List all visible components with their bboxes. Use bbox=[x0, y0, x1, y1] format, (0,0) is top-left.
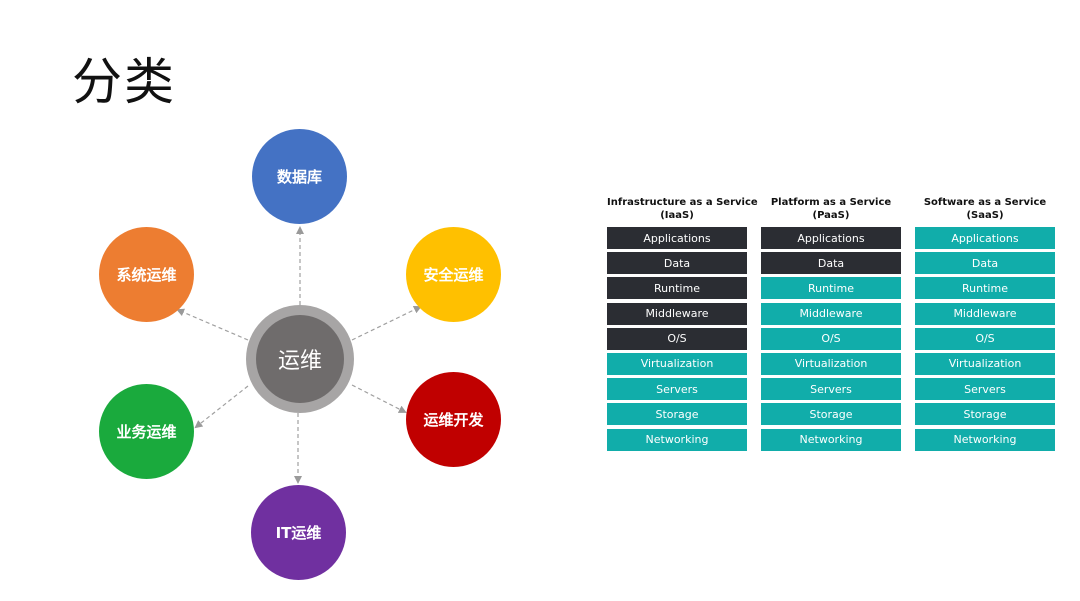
node-business-ops: 业务运维 bbox=[99, 384, 194, 479]
center-node-ops: 运维 bbox=[256, 315, 344, 403]
layer-runtime: Runtime bbox=[761, 277, 901, 300]
layer-applications: Applications bbox=[761, 227, 901, 249]
node-system-ops: 系统运维 bbox=[99, 227, 194, 322]
layer-o-s: O/S bbox=[761, 327, 901, 350]
layer-virtualization: Virtualization bbox=[761, 352, 901, 375]
layer-servers: Servers bbox=[761, 378, 901, 401]
layer-servers: Servers bbox=[915, 378, 1055, 401]
connector-lines bbox=[176, 226, 422, 484]
model-abbr: (PaaS) bbox=[812, 210, 850, 221]
layer-middleware: Middleware bbox=[915, 302, 1055, 325]
layer-storage: Storage bbox=[915, 403, 1055, 426]
layer-middleware: Middleware bbox=[761, 302, 901, 325]
model-header-iaas: Infrastructure as a Service (IaaS) bbox=[607, 196, 758, 224]
model-column-paas: Platform as a Service (PaaS) Application… bbox=[761, 196, 901, 454]
cloud-service-models: Infrastructure as a Service (IaaS) Appli… bbox=[605, 196, 1057, 456]
layer-applications: Applications bbox=[915, 227, 1055, 249]
layer-runtime: Runtime bbox=[915, 277, 1055, 300]
layer-runtime: Runtime bbox=[607, 277, 747, 300]
model-abbr: (IaaS) bbox=[660, 210, 694, 221]
model-title: Infrastructure as a Service bbox=[607, 197, 758, 208]
model-title: Platform as a Service bbox=[770, 197, 892, 208]
layer-storage: Storage bbox=[607, 403, 747, 426]
connector-business-ops bbox=[194, 385, 249, 429]
node-ops-dev: 运维开发 bbox=[406, 372, 501, 467]
connector-system-ops bbox=[176, 308, 249, 341]
model-title: Software as a Service bbox=[923, 197, 1047, 208]
node-it-ops: IT运维 bbox=[251, 485, 346, 580]
layer-networking: Networking bbox=[915, 428, 1055, 451]
connector-security-ops bbox=[351, 306, 422, 341]
layer-data: Data bbox=[607, 252, 747, 275]
model-header-saas: Software as a Service (SaaS) bbox=[915, 196, 1055, 224]
layer-servers: Servers bbox=[607, 378, 747, 401]
layer-virtualization: Virtualization bbox=[915, 352, 1055, 375]
model-header-paas: Platform as a Service (PaaS) bbox=[761, 196, 901, 224]
layer-networking: Networking bbox=[761, 428, 901, 451]
model-column-iaas: Infrastructure as a Service (IaaS) Appli… bbox=[607, 196, 758, 454]
node-database: 数据库 bbox=[252, 129, 347, 224]
layer-data: Data bbox=[761, 252, 901, 275]
layer-applications: Applications bbox=[607, 227, 747, 249]
connector-ops-dev bbox=[351, 384, 407, 413]
layer-networking: Networking bbox=[607, 428, 747, 451]
layer-storage: Storage bbox=[761, 403, 901, 426]
model-abbr: (SaaS) bbox=[966, 210, 1004, 221]
page-title: 分类 bbox=[72, 53, 176, 111]
layer-virtualization: Virtualization bbox=[607, 352, 747, 375]
ops-radial-diagram: 运维 数据库 安全运维 运维开发 IT运维 业务运维 系统运维 bbox=[99, 129, 501, 580]
node-security-ops: 安全运维 bbox=[406, 227, 501, 322]
model-column-saas: Software as a Service (SaaS) Application… bbox=[915, 196, 1055, 454]
layer-middleware: Middleware bbox=[607, 302, 747, 325]
layer-data: Data bbox=[915, 252, 1055, 275]
layer-o-s: O/S bbox=[607, 327, 747, 350]
layer-o-s: O/S bbox=[915, 327, 1055, 350]
